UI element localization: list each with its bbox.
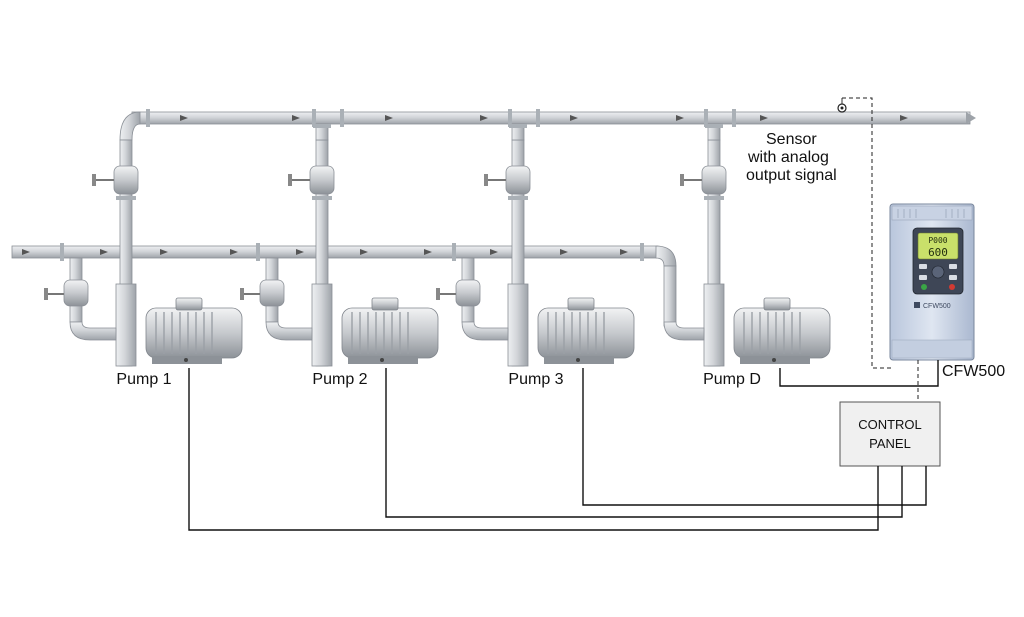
- pump-casing: [311, 283, 333, 367]
- pump-d-assembly: Pump D: [663, 123, 831, 388]
- pump-1-motor: [145, 297, 243, 364]
- pump-2-assembly: Pump 2: [240, 123, 439, 388]
- control-panel-label-line2: PANEL: [869, 436, 911, 451]
- pump-3-label: Pump 3: [508, 371, 563, 388]
- pump-casing: [507, 283, 529, 367]
- drive-display-parameter: P000: [928, 236, 947, 245]
- pump-casing: [115, 283, 137, 367]
- discharge-header-pipe: [119, 109, 976, 141]
- discharge-valve: [701, 165, 727, 195]
- discharge-valve: [505, 165, 531, 195]
- control-panel-label-line1: CONTROL: [858, 417, 922, 432]
- drive-label: CFW500: [942, 363, 1005, 380]
- drive-key[interactable]: [919, 275, 927, 280]
- wire-pump-3: [582, 368, 927, 506]
- drive-brand-text: CFW500: [923, 303, 951, 310]
- pump-2-motor: [341, 297, 439, 364]
- sensor-label-line3: output signal: [746, 167, 837, 184]
- drive-key[interactable]: [931, 265, 945, 279]
- pump-3-assembly: Pump 3: [436, 123, 635, 388]
- drive-display-value: 600: [928, 246, 948, 259]
- discharge-valve: [309, 165, 335, 195]
- pump-3-motor: [537, 297, 635, 364]
- wire-pump-d-drive: [779, 360, 939, 387]
- discharge-valve: [113, 165, 139, 195]
- drive-display: [917, 232, 959, 260]
- suction-valve: [259, 279, 285, 307]
- drive-stop-key[interactable]: [949, 284, 955, 290]
- drive-key[interactable]: [949, 275, 957, 280]
- sensor-signal-line: [842, 97, 894, 369]
- suction-valve: [63, 279, 89, 307]
- pump-2-label: Pump 2: [312, 371, 367, 388]
- pump-casing: [703, 283, 725, 367]
- drive-key[interactable]: [919, 264, 927, 269]
- control-wiring: [188, 360, 939, 531]
- pump-group: Pump 1 Pump 2 Pump 3 Pump D: [44, 123, 831, 388]
- drive-key[interactable]: [949, 264, 957, 269]
- pump-d-motor: [733, 297, 831, 364]
- control-panel-box: [839, 401, 941, 467]
- suction-header-pipe: [11, 243, 677, 327]
- drive-start-key[interactable]: [921, 284, 927, 290]
- wire-pump-1: [188, 368, 879, 531]
- cfw500-drive: P000 600 CFW500: [889, 203, 975, 361]
- pump-1-label: Pump 1: [116, 371, 171, 388]
- sensor-label-line2: with analog: [747, 149, 829, 166]
- pump-d-label: Pump D: [703, 371, 761, 388]
- wire-pump-2: [385, 368, 903, 518]
- pressure-sensor: [837, 97, 894, 369]
- sensor-label-line1: Sensor: [766, 131, 817, 148]
- suction-valve: [455, 279, 481, 307]
- pump-1-assembly: Pump 1: [44, 139, 243, 388]
